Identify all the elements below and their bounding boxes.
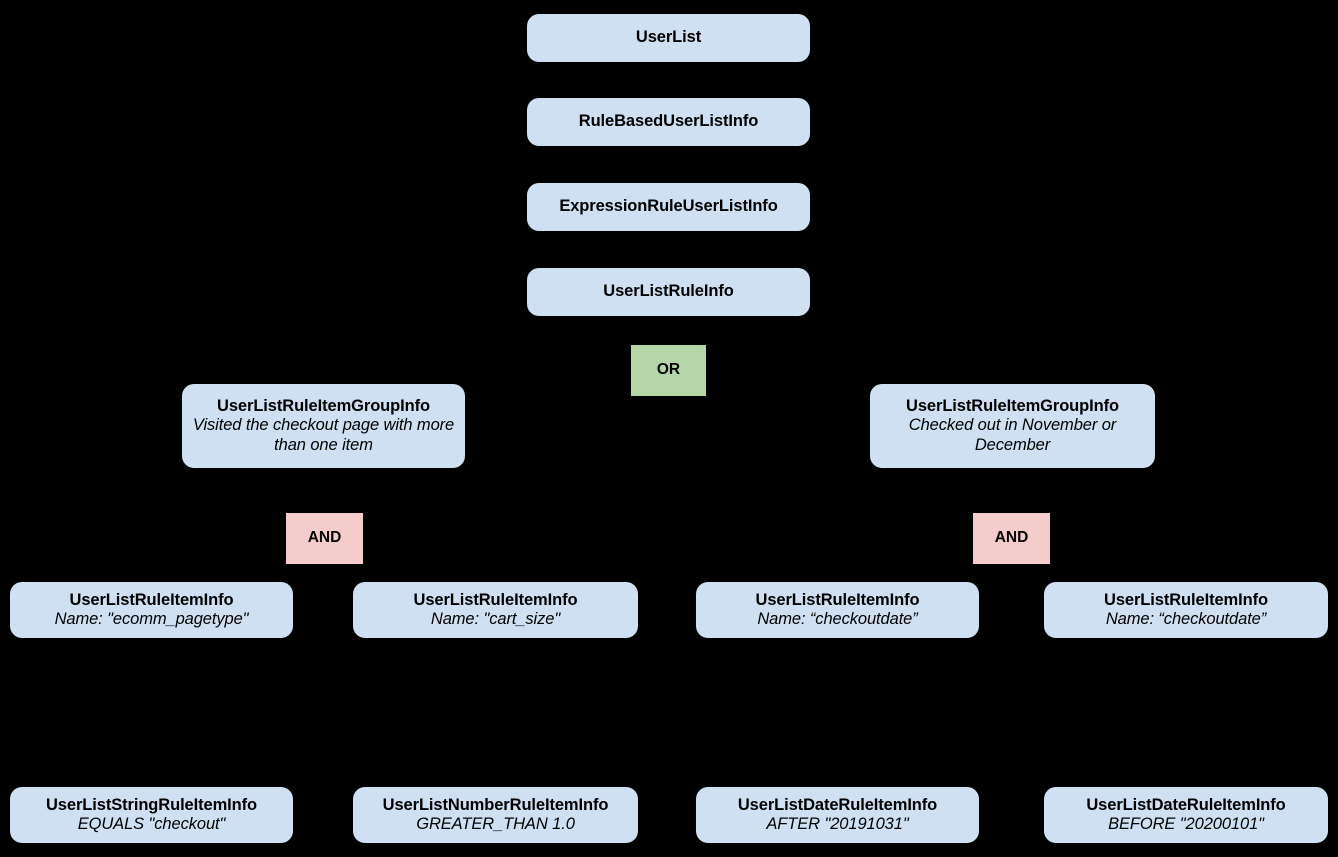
node-ruleitem-cart-size[interactable]: UserListRuleItemInfo Name: "cart_size": [353, 582, 638, 638]
node-ruleitem-ecomm-pagetype-subtitle: Name: "ecomm_pagetype": [54, 610, 249, 628]
node-leaf-string-equals-checkout-title: UserListStringRuleItemInfo: [45, 795, 257, 814]
node-leaf-string-equals-checkout[interactable]: UserListStringRuleItemInfo EQUALS "check…: [10, 787, 293, 843]
node-rulebaseduserlistinfo[interactable]: RuleBasedUserListInfo: [527, 98, 810, 146]
node-userlistruleinfo[interactable]: UserListRuleInfo: [527, 268, 810, 316]
node-userlistruleinfo-title: UserListRuleInfo: [603, 282, 734, 301]
node-group-left-subtitle: Visited the checkout page with more than…: [192, 416, 455, 454]
node-userlist[interactable]: UserList: [527, 14, 810, 62]
operator-and-left-label: AND: [307, 529, 342, 547]
operator-and-right-label: AND: [994, 529, 1029, 547]
node-leaf-date-after-subtitle: AFTER "20191031": [766, 815, 909, 833]
node-ruleitem-cart-size-subtitle: Name: "cart_size": [430, 610, 561, 628]
node-ruleitem-checkoutdate-before[interactable]: UserListRuleItemInfo Name: “checkoutdate…: [1044, 582, 1328, 638]
node-leaf-number-greater-than-title: UserListNumberRuleItemInfo: [382, 795, 609, 814]
node-ruleitem-checkoutdate-after[interactable]: UserListRuleItemInfo Name: “checkoutdate…: [696, 582, 979, 638]
node-ruleitem-cart-size-title: UserListRuleItemInfo: [413, 590, 578, 609]
node-expressionruleuserlistinfo[interactable]: ExpressionRuleUserListInfo: [527, 183, 810, 231]
operator-and-right[interactable]: AND: [973, 513, 1050, 564]
node-leaf-date-after[interactable]: UserListDateRuleItemInfo AFTER "20191031…: [696, 787, 979, 843]
node-ruleitem-ecomm-pagetype[interactable]: UserListRuleItemInfo Name: "ecomm_pagety…: [10, 582, 293, 638]
operator-or[interactable]: OR: [631, 345, 706, 396]
node-leaf-date-before[interactable]: UserListDateRuleItemInfo BEFORE "2020010…: [1044, 787, 1328, 843]
node-rulebaseduserlistinfo-title: RuleBasedUserListInfo: [578, 112, 759, 131]
node-group-right-subtitle: Checked out in November or December: [908, 416, 1117, 454]
node-leaf-date-before-title: UserListDateRuleItemInfo: [1086, 795, 1286, 814]
node-leaf-string-equals-checkout-subtitle: EQUALS "checkout": [77, 815, 226, 833]
node-group-left-title: UserListRuleItemGroupInfo: [217, 396, 430, 415]
node-leaf-number-greater-than[interactable]: UserListNumberRuleItemInfo GREATER_THAN …: [353, 787, 638, 843]
node-leaf-date-before-subtitle: BEFORE "20200101": [1108, 815, 1264, 833]
connector-arrow-right-group: [1002, 377, 1020, 388]
operator-or-label: OR: [656, 361, 681, 379]
node-userlist-title: UserList: [635, 28, 702, 47]
node-leaf-number-greater-than-subtitle: GREATER_THAN 1.0: [416, 815, 575, 833]
node-expressionruleuserlistinfo-title: ExpressionRuleUserListInfo: [559, 197, 778, 216]
node-group-right-title: UserListRuleItemGroupInfo: [906, 396, 1119, 415]
node-ruleitem-checkoutdate-after-subtitle: Name: “checkoutdate”: [757, 610, 918, 628]
node-ruleitem-ecomm-pagetype-title: UserListRuleItemInfo: [69, 590, 234, 609]
node-ruleitem-checkoutdate-after-title: UserListRuleItemInfo: [755, 590, 920, 609]
node-group-right[interactable]: UserListRuleItemGroupInfo Checked out in…: [870, 384, 1155, 468]
operator-and-left[interactable]: AND: [286, 513, 363, 564]
connector-arrow-left-group: [314, 377, 332, 388]
node-ruleitem-checkoutdate-before-title: UserListRuleItemInfo: [1104, 590, 1268, 609]
node-ruleitem-checkoutdate-before-subtitle: Name: “checkoutdate”: [1105, 610, 1267, 628]
node-group-left[interactable]: UserListRuleItemGroupInfo Visited the ch…: [182, 384, 465, 468]
node-leaf-date-after-title: UserListDateRuleItemInfo: [737, 795, 938, 814]
